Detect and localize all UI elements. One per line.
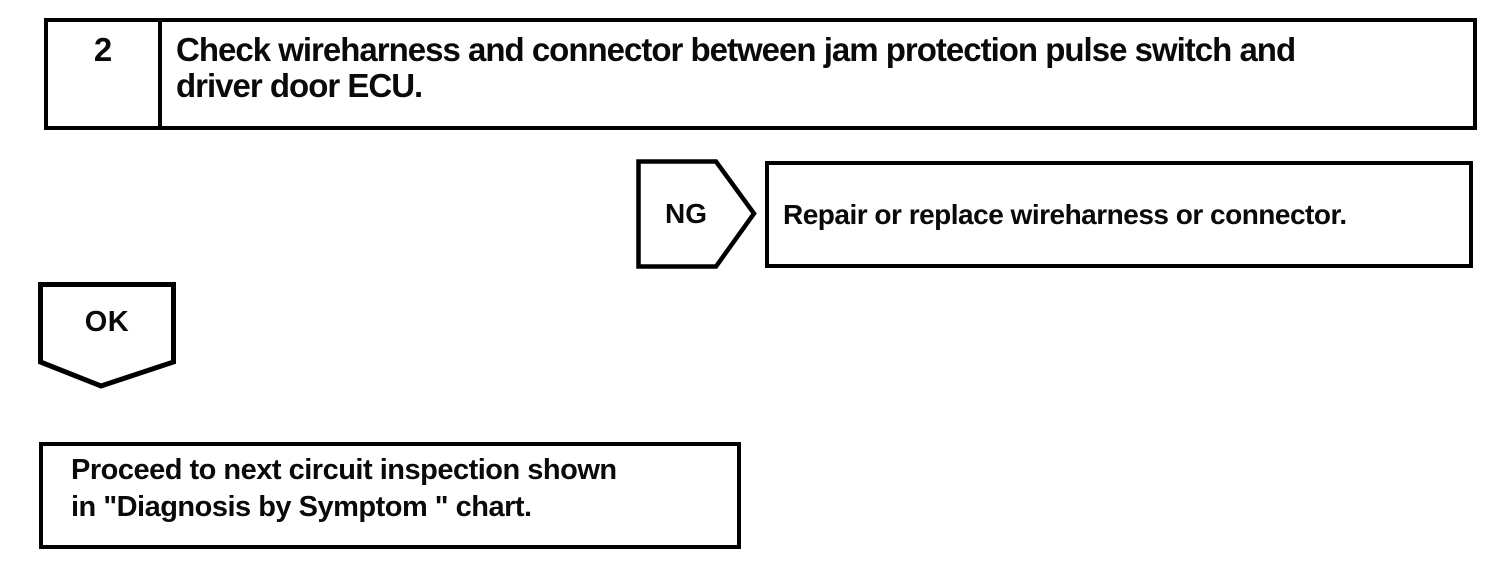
ng-action-text: Repair or replace wireharness or connect… bbox=[783, 198, 1347, 230]
ng-connector: NG bbox=[636, 159, 758, 269]
step-instruction: Check wireharness and connector between … bbox=[162, 22, 1305, 126]
step-box: 2 Check wireharness and connector betwee… bbox=[44, 18, 1477, 130]
step-instruction-line1: Check wireharness and connector between … bbox=[176, 31, 1296, 68]
proceed-box: Proceed to next circuit inspection shown… bbox=[39, 442, 741, 549]
ok-connector: OK bbox=[38, 282, 176, 389]
step-instruction-line2: driver door ECU. bbox=[176, 67, 423, 104]
proceed-text-line2: in "Diagnosis by Symptom " chart. bbox=[71, 491, 532, 523]
ok-label: OK bbox=[84, 305, 130, 338]
ng-label: NG bbox=[665, 198, 707, 229]
ok-pentagon-icon bbox=[38, 282, 176, 389]
proceed-text-line1: Proceed to next circuit inspection shown bbox=[71, 454, 617, 486]
ng-action-box: Repair or replace wireharness or connect… bbox=[765, 161, 1473, 268]
ng-pentagon-icon bbox=[636, 159, 757, 269]
step-number: 2 bbox=[48, 22, 162, 126]
